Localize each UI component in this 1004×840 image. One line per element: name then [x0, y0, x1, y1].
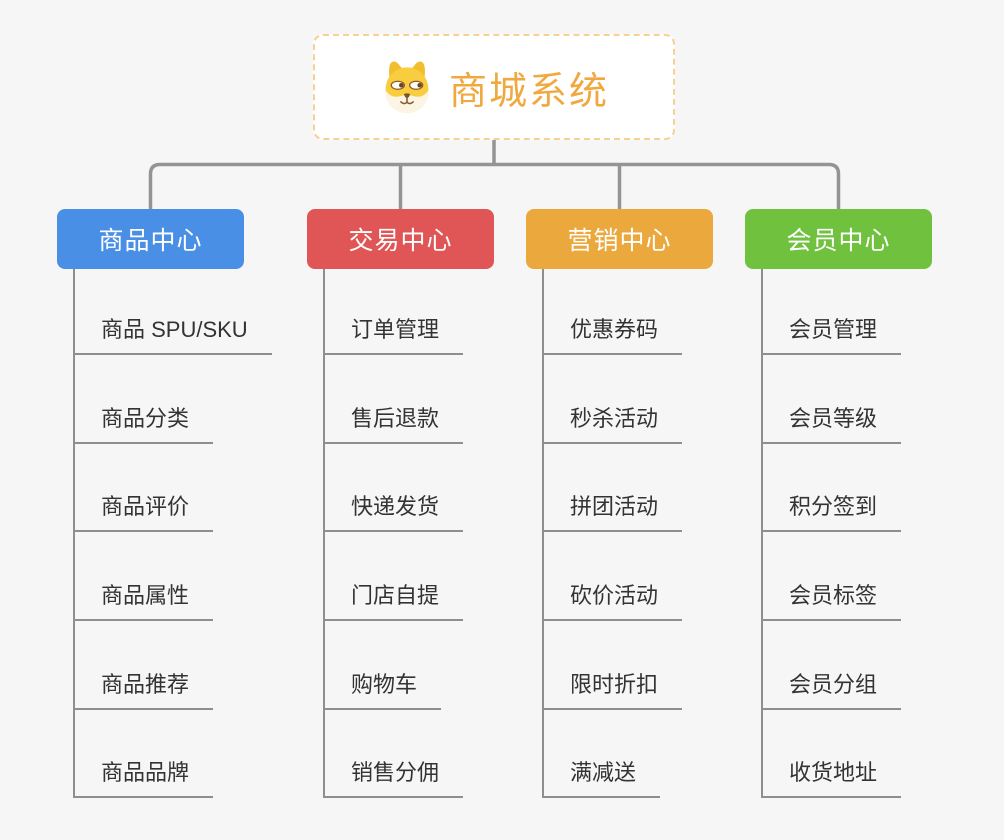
leaf-node[interactable]: 收货地址 — [761, 756, 902, 798]
elbow-line — [148, 162, 841, 210]
leaf-node[interactable]: 快递发货 — [323, 490, 464, 532]
branch-1: 商品中心 商品 SPU/SKU 商品分类商品评价商品属性商品推荐商品品牌 — [57, 209, 297, 809]
branch-3: 营销中心 优惠券码秒杀活动拼团活动砍价活动限时折扣满减送 — [526, 209, 766, 809]
branch-header[interactable]: 会员中心 — [745, 209, 932, 269]
branch-4: 会员中心 会员管理会员等级积分签到会员标签会员分组收货地址 — [745, 209, 985, 809]
dog-face-icon — [385, 61, 429, 114]
leaf-node[interactable]: 商品品牌 — [73, 756, 214, 798]
branch-2: 交易中心 订单管理售后退款快递发货门店自提购物车销售分佣 — [307, 209, 547, 809]
branch-header[interactable]: 商品中心 — [57, 209, 244, 269]
branch-label: 商品中心 — [98, 227, 203, 255]
leaf-node[interactable]: 优惠券码 — [542, 313, 683, 355]
branch-spine-line — [323, 269, 325, 798]
leaf-node[interactable]: 售后退款 — [323, 402, 464, 444]
leaf-node[interactable]: 砍价活动 — [542, 579, 683, 621]
leaf-node[interactable]: 拼团活动 — [542, 490, 683, 532]
branch-header[interactable]: 营销中心 — [526, 209, 713, 269]
root-node[interactable]: 商城系统 — [313, 34, 675, 140]
branch-header[interactable]: 交易中心 — [307, 209, 494, 269]
branch-label: 会员中心 — [786, 227, 891, 255]
branch-spine-line — [761, 269, 763, 798]
branch-label: 营销中心 — [567, 227, 672, 255]
leaf-node[interactable]: 秒杀活动 — [542, 402, 683, 444]
leaf-node[interactable]: 会员等级 — [761, 402, 902, 444]
leaf-node[interactable]: 商品评价 — [73, 490, 214, 532]
branch-label: 交易中心 — [348, 227, 453, 255]
leaf-node[interactable]: 购物车 — [323, 668, 442, 710]
leaf-node[interactable]: 满减送 — [542, 756, 661, 798]
leaf-node[interactable]: 积分签到 — [761, 490, 902, 532]
leaf-node[interactable]: 限时折扣 — [542, 668, 683, 710]
branch-spine-line — [73, 269, 75, 798]
leaf-node[interactable]: 会员分组 — [761, 668, 902, 710]
leaf-node[interactable]: 会员管理 — [761, 313, 902, 355]
leaf-node[interactable]: 商品 SPU/SKU — [73, 313, 272, 355]
root-title: 商城系统 — [448, 70, 609, 113]
leaf-node[interactable]: 门店自提 — [323, 579, 464, 621]
branch-spine-line — [542, 269, 544, 798]
leaf-node[interactable]: 会员标签 — [761, 579, 902, 621]
leaf-node[interactable]: 订单管理 — [323, 313, 464, 355]
leaf-node[interactable]: 商品属性 — [73, 579, 214, 621]
leaf-node[interactable]: 销售分佣 — [323, 756, 464, 798]
leaf-node[interactable]: 商品分类 — [73, 402, 214, 444]
leaf-node[interactable]: 商品推荐 — [73, 668, 214, 710]
